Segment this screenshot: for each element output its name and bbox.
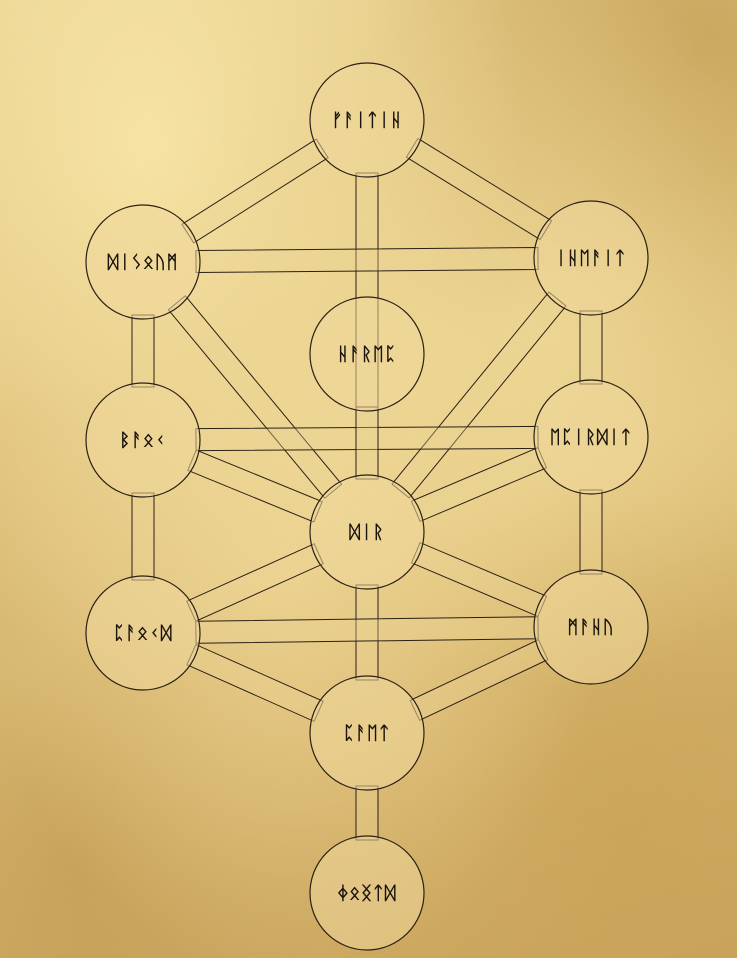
nodes-layer: ᚠᚨᛁᛏᛁᚺ ᛞᛁᛊᛟᚢᛗ ᛁᚺᛖᚨᛁᛏ ᚺᚨᚱᛖᛈ ᛒᚨᛟᚲ ᛖᛈᛁᚱᛞᛁᛏ ᛞᛁᚱ ᛈᚨᛟ…	[85, 62, 649, 951]
path-n1-n3	[405, 137, 553, 241]
node-circle	[85, 575, 201, 691]
path-n6-n9	[579, 489, 603, 575]
sephirah-node-n11: ᛄᛟᛝᛏᛞ	[309, 835, 425, 951]
node-circle	[309, 835, 425, 951]
node-label: ᚠᚨᛁᛏᛁᚺ	[332, 110, 403, 131]
path-n8-n9	[195, 616, 539, 644]
node-circle	[85, 204, 201, 320]
path-n7-n8	[186, 543, 324, 622]
sephirah-node-n1: ᚠᚨᛁᛏᛁᚺ	[309, 62, 425, 178]
path-n3-n6	[579, 310, 603, 385]
node-label: ᛁᚺᛖᚨᛁᛏ	[556, 248, 627, 269]
node-circle	[309, 296, 425, 412]
sephirah-node-n7: ᛞᛁᚱ	[309, 474, 425, 590]
node-label: ᚺᚨᚱᛖᛈ	[338, 344, 397, 365]
node-circle	[85, 382, 201, 498]
node-label: ᛈᚨᛖᛏ	[343, 723, 390, 744]
node-circle	[533, 200, 649, 316]
paths-layer	[131, 137, 603, 841]
sephirah-node-n3: ᛁᚺᛖᚨᛁᛏ	[533, 200, 649, 316]
path-n8-n10	[186, 643, 324, 723]
sephirah-node-n6: ᛖᛈᛁᚱᛞᛁᛏ	[533, 379, 649, 495]
sephirah-node-n8: ᛈᚨᛟᚲᛞ	[85, 575, 201, 691]
sephirah-node-n4: ᚺᚨᚱᛖᛈ	[309, 296, 425, 412]
path-n4-n7	[355, 406, 379, 480]
sephirah-node-n9: ᛗᚨᚺᚢ	[533, 569, 649, 685]
path-n1-n2	[181, 138, 329, 244]
path-n10-n11	[355, 785, 379, 841]
node-label: ᛈᚨᛟᚲᛞ	[114, 623, 173, 644]
node-circle	[309, 62, 425, 178]
node-circle	[533, 379, 649, 495]
node-label: ᛞᛁᛊᛟᚢᛗ	[108, 252, 179, 273]
node-label: ᛖᛈᛁᚱᛞᛁᛏ	[550, 427, 633, 448]
node-circle	[309, 675, 425, 791]
path-n5-n8	[131, 492, 155, 581]
node-label: ᛗᚨᚺᚢ	[567, 617, 614, 638]
sephirah-node-n10: ᛈᚨᛖᛏ	[309, 675, 425, 791]
node-circle	[309, 474, 425, 590]
path-n7-n9	[410, 541, 548, 618]
node-circle	[533, 569, 649, 685]
sephirah-node-n2: ᛞᛁᛊᛟᚢᛗ	[85, 204, 201, 320]
path-n2-n5	[131, 314, 155, 388]
path-n9-n10	[409, 639, 549, 721]
path-n2-n3	[195, 246, 539, 274]
node-label: ᛞᛁᚱ	[349, 522, 384, 543]
node-label: ᛄᛟᛝᛏᛞ	[338, 883, 397, 904]
node-label: ᛒᚨᛟᚲ	[119, 430, 166, 451]
sephirah-node-n5: ᛒᚨᛟᚲ	[85, 382, 201, 498]
